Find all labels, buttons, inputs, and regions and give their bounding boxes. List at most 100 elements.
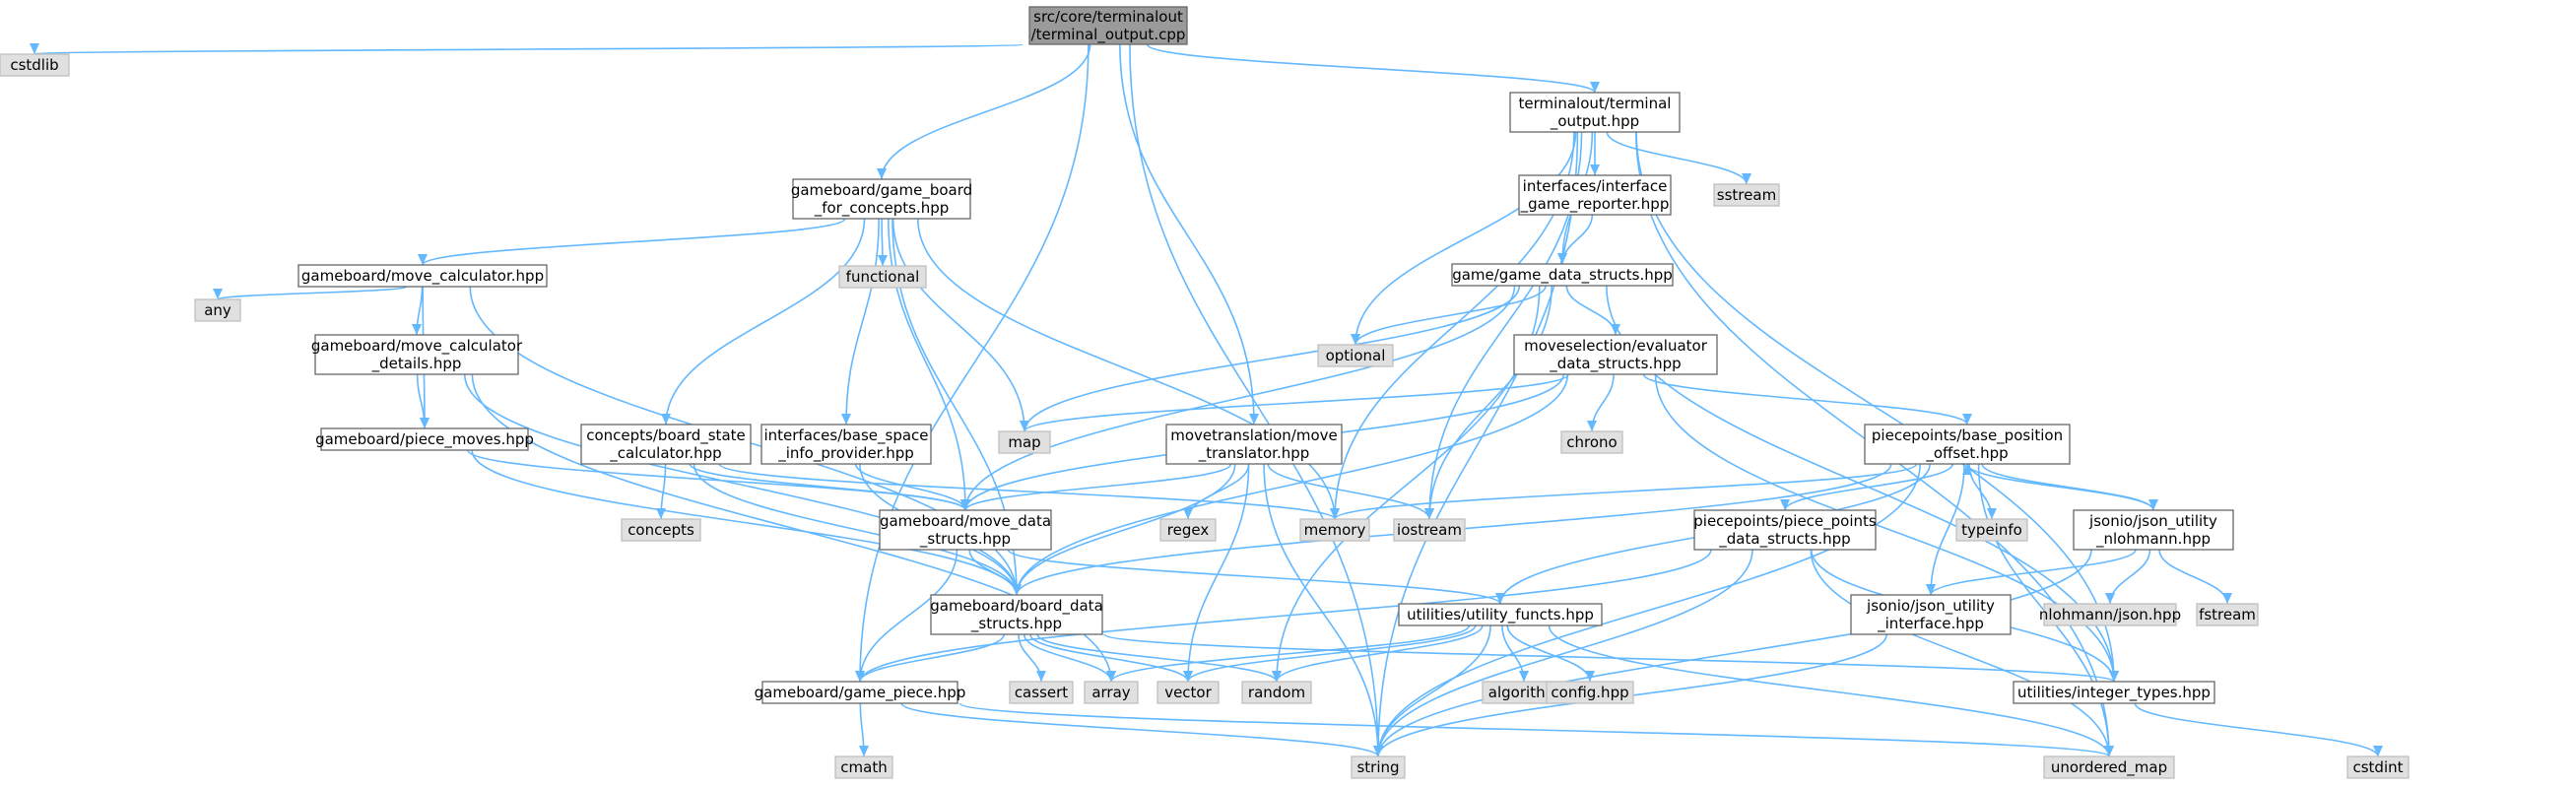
node-game-board-for-concepts[interactable]: gameboard/game_board_for_concepts.hpp bbox=[791, 178, 972, 220]
node-terminal-output-cpp[interactable]: src/core/terminalout/terminal_output.cpp bbox=[1028, 6, 1188, 45]
edge-piece-points-data-structs-to-string bbox=[1377, 549, 1753, 757]
edge-terminal-output-hpp-to-integer-types bbox=[1635, 131, 2115, 683]
edge-arrowhead bbox=[1330, 508, 1340, 519]
node-label: gameboard/piece_moves.hpp bbox=[315, 430, 534, 449]
edge-game-board-for-concepts-to-map bbox=[892, 218, 1025, 432]
edge-arrowhead bbox=[1373, 746, 1383, 756]
node-label: algorithm bbox=[1488, 684, 1559, 701]
edge-board-state-calculator-to-board-data-structs bbox=[693, 463, 1018, 596]
edge-arrowhead bbox=[2148, 499, 2158, 510]
node-evaluator-data-structs[interactable]: moveselection/evaluator_data_structs.hpp bbox=[1513, 334, 1718, 375]
node-label: src/core/terminalout bbox=[1033, 8, 1183, 26]
node-move-calculator-details[interactable]: gameboard/move_calculator_details.hpp bbox=[311, 334, 523, 375]
node-label: _offset.hpp bbox=[1925, 444, 2008, 463]
node-game-data-structs[interactable]: game/game_data_structs.hpp bbox=[1451, 263, 1674, 287]
node-board-data-structs[interactable]: gameboard/board_data_structs.hpp bbox=[930, 594, 1103, 635]
node-integer-types[interactable]: utilities/integer_types.hpp bbox=[2013, 681, 2215, 704]
node-interface-game-reporter[interactable]: interfaces/interface_game_reporter.hpp bbox=[1518, 174, 1672, 216]
node-piece-points-data-structs[interactable]: piecepoints/piece_points_data_structs.hp… bbox=[1693, 509, 1877, 551]
node-label: cstdlib bbox=[10, 56, 58, 74]
edge-terminal-output-hpp-to-string bbox=[1377, 131, 1579, 757]
node-terminal-output-hpp[interactable]: terminalout/terminal_output.hpp bbox=[1509, 92, 1681, 133]
node-label: regex bbox=[1167, 521, 1210, 539]
node-box bbox=[879, 509, 1052, 551]
node-json-utility-nlohmann[interactable]: jsonio/json_utility_nlohmann.hpp bbox=[2073, 509, 2234, 551]
node-box bbox=[1955, 518, 2028, 542]
node-box bbox=[1546, 681, 1634, 704]
edge-terminal-output-hpp-to-optional bbox=[1354, 131, 1577, 346]
edge-game-data-structs-to-evaluator-data-structs bbox=[1565, 285, 1617, 336]
edge-move-translator-to-regex bbox=[1187, 463, 1250, 520]
node-move-calculator[interactable]: gameboard/move_calculator.hpp bbox=[297, 264, 548, 288]
node-box bbox=[621, 518, 701, 542]
node-box bbox=[1028, 6, 1188, 45]
node-box bbox=[792, 178, 971, 220]
edge-evaluator-data-structs-to-integer-types bbox=[1654, 373, 2115, 683]
node-string: string bbox=[1351, 755, 1406, 779]
edge-utility-functs-to-vector bbox=[1187, 624, 1477, 683]
node-box bbox=[2043, 755, 2175, 779]
node-unordered-map: unordered_map bbox=[2043, 755, 2175, 779]
node-move-data-structs[interactable]: gameboard/move_data_structs.hpp bbox=[879, 509, 1052, 551]
node-box bbox=[760, 424, 932, 465]
node-label: piecepoints/base_position bbox=[1872, 426, 2063, 445]
node-label: gameboard/game_piece.hpp bbox=[755, 684, 966, 702]
node-sstream: sstream bbox=[1713, 183, 1780, 207]
edge-move-translator-to-vector bbox=[1187, 463, 1250, 683]
edge-arrowhead bbox=[2104, 746, 2114, 756]
edge-evaluator-data-structs-to-base-position-offset bbox=[1642, 373, 1968, 426]
edge-move-translator-to-iostream bbox=[1267, 463, 1430, 520]
edge-game-data-structs-to-move-data-structs bbox=[964, 285, 1516, 511]
edge-arrowhead bbox=[420, 418, 429, 428]
edge-move-calculator-to-any bbox=[217, 286, 408, 300]
node-label: game/game_data_structs.hpp bbox=[1452, 266, 1673, 285]
node-json-utility-interface[interactable]: jsonio/json_utility_interface.hpp bbox=[1850, 594, 2012, 635]
node-label: _output.hpp bbox=[1550, 112, 1639, 131]
edge-game-piece-to-unordered-map bbox=[958, 702, 2110, 757]
dependency-edges bbox=[30, 43, 2383, 757]
node-game-piece[interactable]: gameboard/game_piece.hpp bbox=[755, 681, 966, 704]
edge-arrowhead bbox=[1780, 499, 1790, 510]
node-label: jsonio/json_utility bbox=[1866, 597, 1995, 616]
node-box bbox=[998, 430, 1051, 454]
node-box bbox=[1393, 518, 1466, 542]
edge-utility-functs-to-string bbox=[1377, 624, 1491, 757]
edge-game-piece-to-string bbox=[900, 702, 1379, 757]
node-fstream: fstream bbox=[2196, 603, 2259, 626]
node-base-position-offset[interactable]: piecepoints/base_position_offset.hpp bbox=[1864, 424, 2071, 465]
edge-utility-functs-to-unordered-map bbox=[1548, 624, 2110, 757]
edge-arrowhead bbox=[859, 746, 869, 756]
node-cmath: cmath bbox=[834, 755, 893, 779]
edge-arrowhead bbox=[2109, 671, 2119, 682]
node-label: _nlohmann.hpp bbox=[2095, 530, 2211, 549]
edge-arrowhead bbox=[1987, 508, 1997, 519]
node-any: any bbox=[194, 298, 241, 322]
node-board-state-calculator[interactable]: concepts/board_state_calculator.hpp bbox=[580, 424, 752, 465]
edge-arrowhead bbox=[878, 255, 888, 266]
edge-game-data-structs-to-map bbox=[1024, 285, 1521, 432]
node-label: interfaces/interface bbox=[1523, 177, 1668, 195]
node-label: _data_structs.hpp bbox=[1549, 355, 1681, 373]
node-array: array bbox=[1084, 681, 1139, 704]
node-box bbox=[2073, 509, 2234, 551]
edge-base-position-offset-to-json-utility-nlohmann bbox=[1981, 463, 2154, 511]
edge-arrowhead bbox=[418, 254, 428, 265]
edge-arrowhead bbox=[1012, 584, 1022, 595]
node-label: string bbox=[1356, 758, 1399, 776]
node-label: gameboard/move_calculator bbox=[311, 337, 523, 356]
node-optional: optional bbox=[1317, 344, 1394, 367]
node-label: _interface.hpp bbox=[1877, 615, 1984, 633]
edge-json-utility-nlohmann-to-nlohmann-json bbox=[2109, 549, 2151, 605]
edge-arrowhead bbox=[1249, 414, 1259, 425]
node-base-space-info-provider[interactable]: interfaces/base_space_info_provider.hpp bbox=[760, 424, 932, 465]
edge-terminal-output-cpp-to-terminal-output-hpp bbox=[1146, 43, 1596, 94]
edge-arrowhead bbox=[30, 43, 39, 54]
edge-game-board-for-concepts-to-board-state-calculator bbox=[665, 218, 866, 426]
node-label: piecepoints/piece_points bbox=[1693, 512, 1877, 531]
node-regex: regex bbox=[1159, 518, 1217, 542]
node-config: config.hpp bbox=[1546, 681, 1634, 704]
edge-move-translator-to-board-data-structs bbox=[1016, 463, 1236, 596]
node-move-translator[interactable]: movetranslation/move_translator.hpp bbox=[1165, 424, 1343, 465]
node-utility-functs[interactable]: utilities/utility_functs.hpp bbox=[1398, 603, 1603, 626]
node-piece-moves[interactable]: gameboard/piece_moves.hpp bbox=[315, 427, 534, 451]
